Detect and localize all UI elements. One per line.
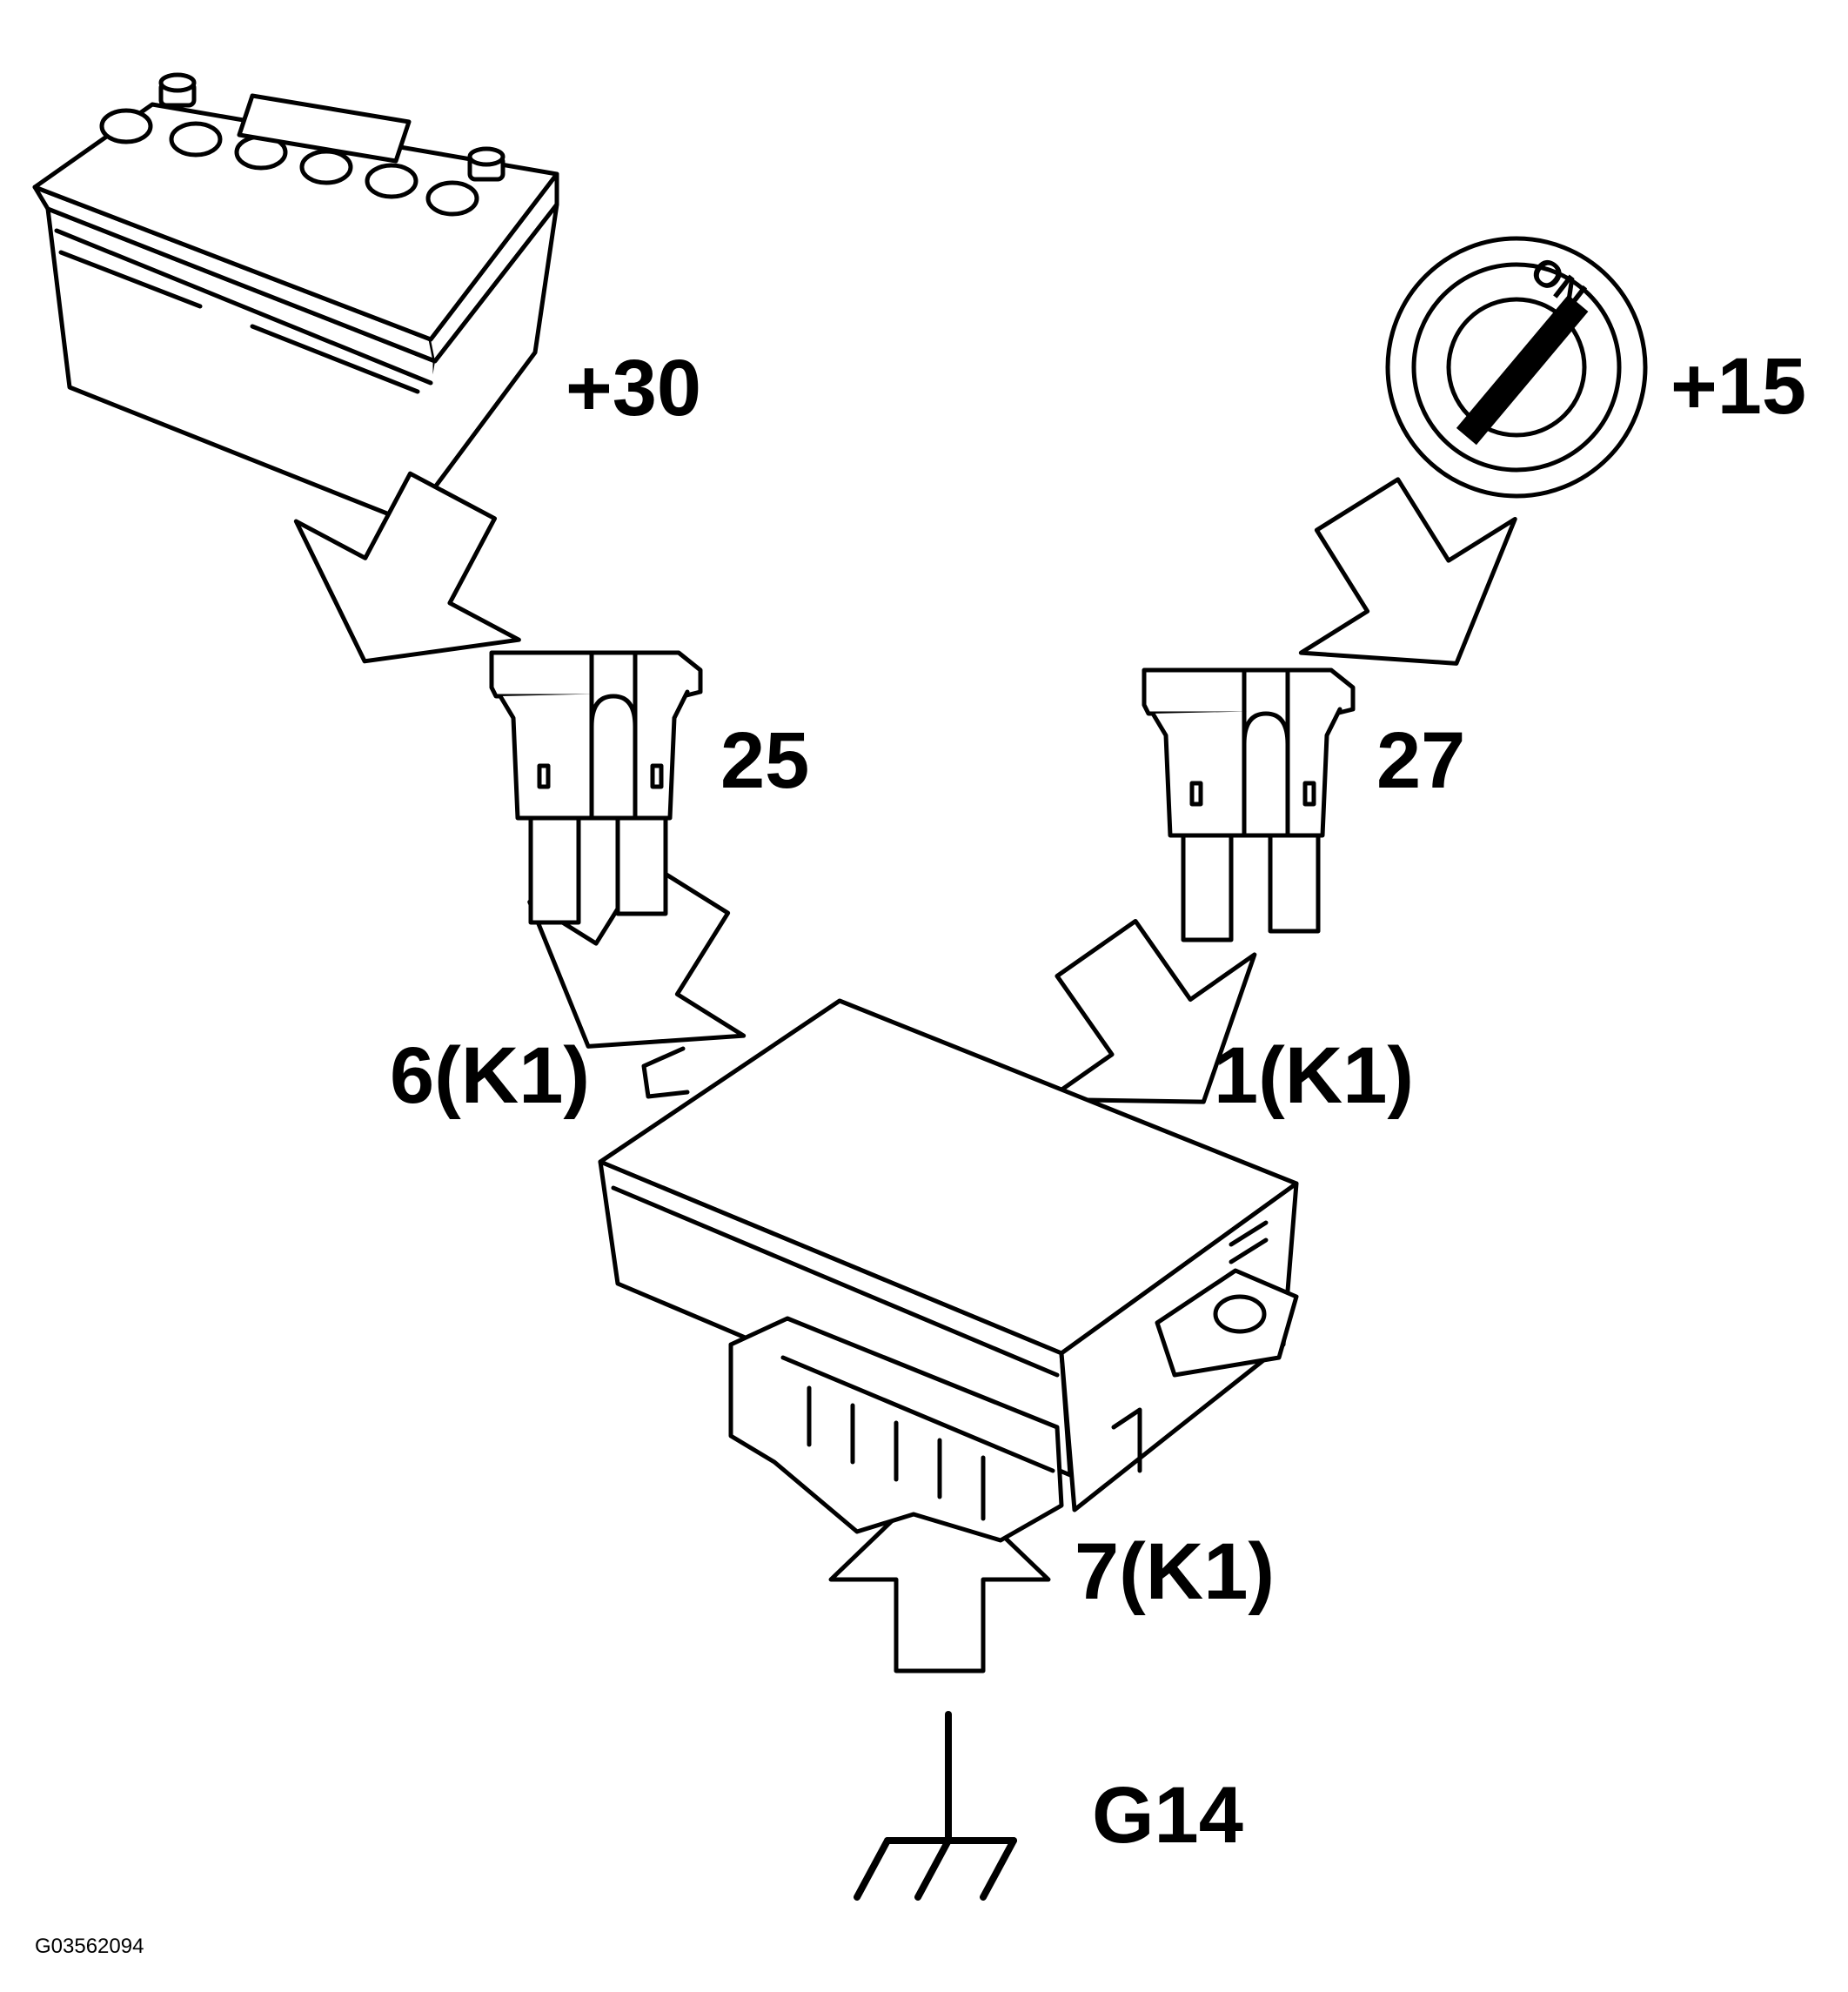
fuse-27-icon — [1142, 667, 1356, 942]
ignition-switch-icon — [1385, 236, 1648, 499]
module-pin-7-label: 7(K1) — [1075, 1527, 1276, 1616]
ground-symbol-icon — [854, 1711, 1017, 1901]
arrow-fuse27-to-module-icon — [1045, 918, 1257, 1104]
module-pin-6-label: 6(K1) — [390, 1031, 591, 1120]
arrow-battery-to-fuse25-icon — [293, 471, 521, 664]
fuse-25-icon — [489, 650, 703, 925]
control-module-icon — [598, 998, 1299, 1543]
battery-icon — [32, 72, 559, 525]
module-pin-1-label: 1(K1) — [1214, 1031, 1415, 1120]
key-slot-icon — [1456, 294, 1589, 446]
figure-id: G03562094 — [35, 1935, 144, 1958]
fuse-27-label: 27 — [1376, 716, 1466, 805]
ground-label: G14 — [1092, 1771, 1243, 1860]
fuse-25-label: 25 — [720, 716, 810, 805]
ignition-terminal-label: +15 — [1671, 342, 1807, 431]
arrow-ignition-to-fuse27-icon — [1298, 477, 1517, 666]
battery-terminal-label: +30 — [566, 344, 702, 433]
